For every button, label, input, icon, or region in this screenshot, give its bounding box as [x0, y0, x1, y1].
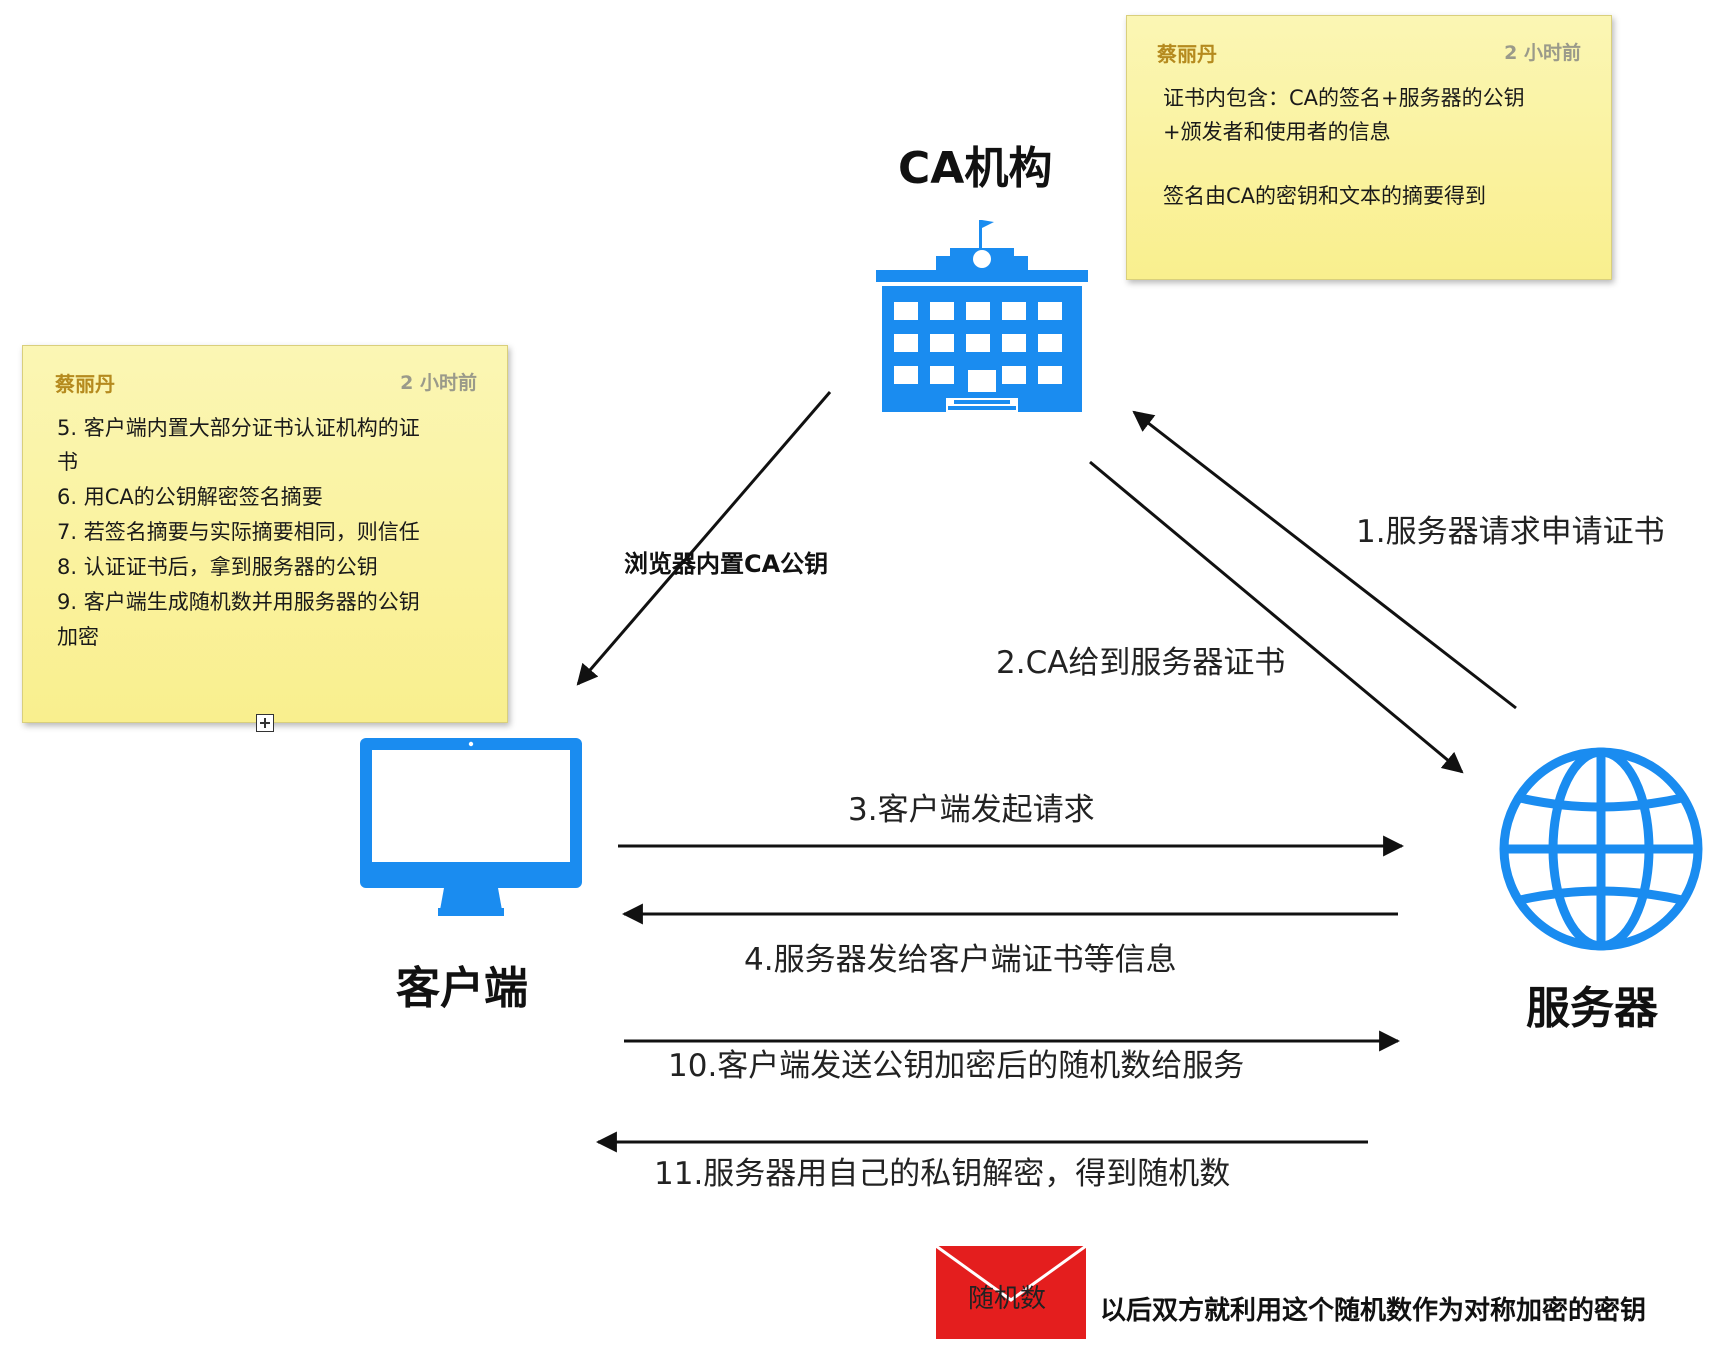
- building-icon: [876, 220, 1088, 412]
- note-line: 9. 客户端生成随机数并用服务器的公钥: [57, 590, 420, 614]
- envelope-caption: 以后双方就利用这个随机数作为对称加密的密钥: [1100, 1296, 1647, 1326]
- label-step3: 3.客户端发起请求: [848, 792, 1095, 828]
- globe-icon: [1499, 747, 1703, 951]
- arrow-ca-to-server: [1089, 460, 1464, 774]
- label-step10: 10.客户端发送公钥加密后的随机数给服务: [668, 1048, 1245, 1084]
- label-step2: 2.CA给到服务器证书: [996, 645, 1286, 681]
- note-author: 蔡丽丹: [1157, 42, 1217, 66]
- monitor-icon: [360, 738, 582, 916]
- ca-title: CA机构: [898, 143, 1053, 194]
- note-line: 书: [57, 450, 78, 474]
- note-left[interactable]: 蔡丽丹 2 小时前 5. 客户端内置大部分证书认证机构的证 书 6. 用CA的公…: [22, 345, 508, 723]
- label-browser-ca-key: 浏览器内置CA公钥: [624, 550, 829, 578]
- note-line: 7. 若签名摘要与实际摘要相同，则信任: [57, 520, 420, 544]
- note-line: 6. 用CA的公钥解密签名摘要: [57, 485, 323, 509]
- note-time: 2 小时前: [1504, 42, 1581, 64]
- note-line: 8. 认证证书后，拿到服务器的公钥: [57, 555, 378, 579]
- expand-icon[interactable]: [256, 714, 274, 732]
- label-step11: 11.服务器用自己的私钥解密，得到随机数: [654, 1156, 1231, 1192]
- note-right[interactable]: 蔡丽丹 2 小时前 证书内包含：CA的签名+服务器的公钥 +颁发者和使用者的信息…: [1126, 15, 1612, 280]
- note-time: 2 小时前: [400, 372, 477, 394]
- envelope-icon: [936, 1246, 1086, 1339]
- note-line: 证书内包含：CA的签名+服务器的公钥: [1163, 86, 1525, 110]
- note-line: 加密: [57, 625, 99, 649]
- note-line: 签名由CA的密钥和文本的摘要得到: [1163, 184, 1487, 208]
- envelope-label: 随机数: [968, 1284, 1047, 1314]
- note-line: +颁发者和使用者的信息: [1163, 120, 1391, 144]
- label-step1: 1.服务器请求申请证书: [1356, 514, 1665, 550]
- arrow-server-to-ca: [1132, 410, 1517, 710]
- client-label: 客户端: [396, 963, 528, 1014]
- label-step4: 4.服务器发给客户端证书等信息: [744, 942, 1177, 978]
- note-author: 蔡丽丹: [55, 372, 115, 396]
- arrow-ca-to-client: [576, 391, 832, 686]
- server-label: 服务器: [1526, 983, 1658, 1034]
- note-line: 5. 客户端内置大部分证书认证机构的证: [57, 416, 420, 440]
